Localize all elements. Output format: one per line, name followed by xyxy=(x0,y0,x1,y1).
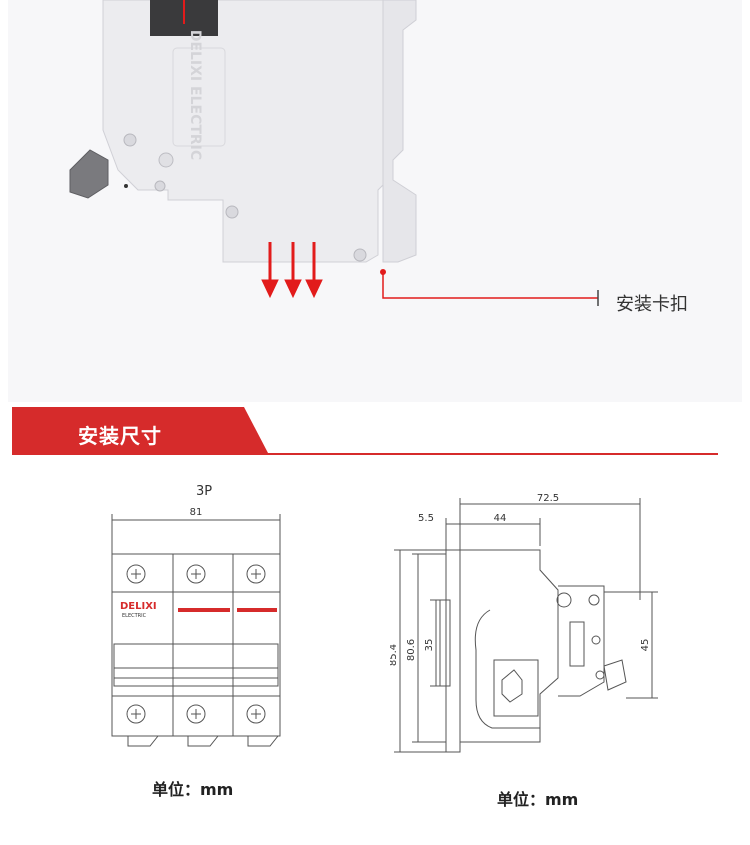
cover-height-dimension: 45 xyxy=(640,639,651,652)
product-photo: DELIXI ELECTRIC xyxy=(8,0,742,402)
offset-dimension: 5.5 xyxy=(418,513,434,524)
brand-sub: ELECTRIC xyxy=(122,613,147,619)
breaker-illustration: DELIXI ELECTRIC xyxy=(69,0,599,306)
body-height-dimension: 80.6 xyxy=(406,639,417,661)
front-view-unit-label: 单位：mm xyxy=(152,780,234,799)
embossed-logo: DELIXI ELECTRIC xyxy=(187,30,203,160)
front-depth-dimension: 44 xyxy=(494,513,507,524)
side-view-drawing: 72.5 5.5 44 85.4 80.6 35 45 xyxy=(390,493,658,753)
width-dimension: 81 xyxy=(190,507,203,518)
section-banner xyxy=(12,407,718,455)
section-title: 安装尺寸 xyxy=(78,424,162,448)
overall-depth-dimension: 72.5 xyxy=(537,493,559,504)
side-view-unit-label: 单位：mm xyxy=(497,790,579,809)
rail-height-dimension: 35 xyxy=(424,639,435,652)
total-height-dimension: 85.4 xyxy=(390,644,399,666)
front-view-drawing: 81 DELIXI ELECTRIC xyxy=(111,507,281,747)
brand-logo: DELIXI xyxy=(120,601,157,612)
pole-count-label: 3P xyxy=(196,484,213,499)
arrow-group xyxy=(261,242,323,299)
mounting-clip-label: 安装卡扣 xyxy=(616,294,688,315)
